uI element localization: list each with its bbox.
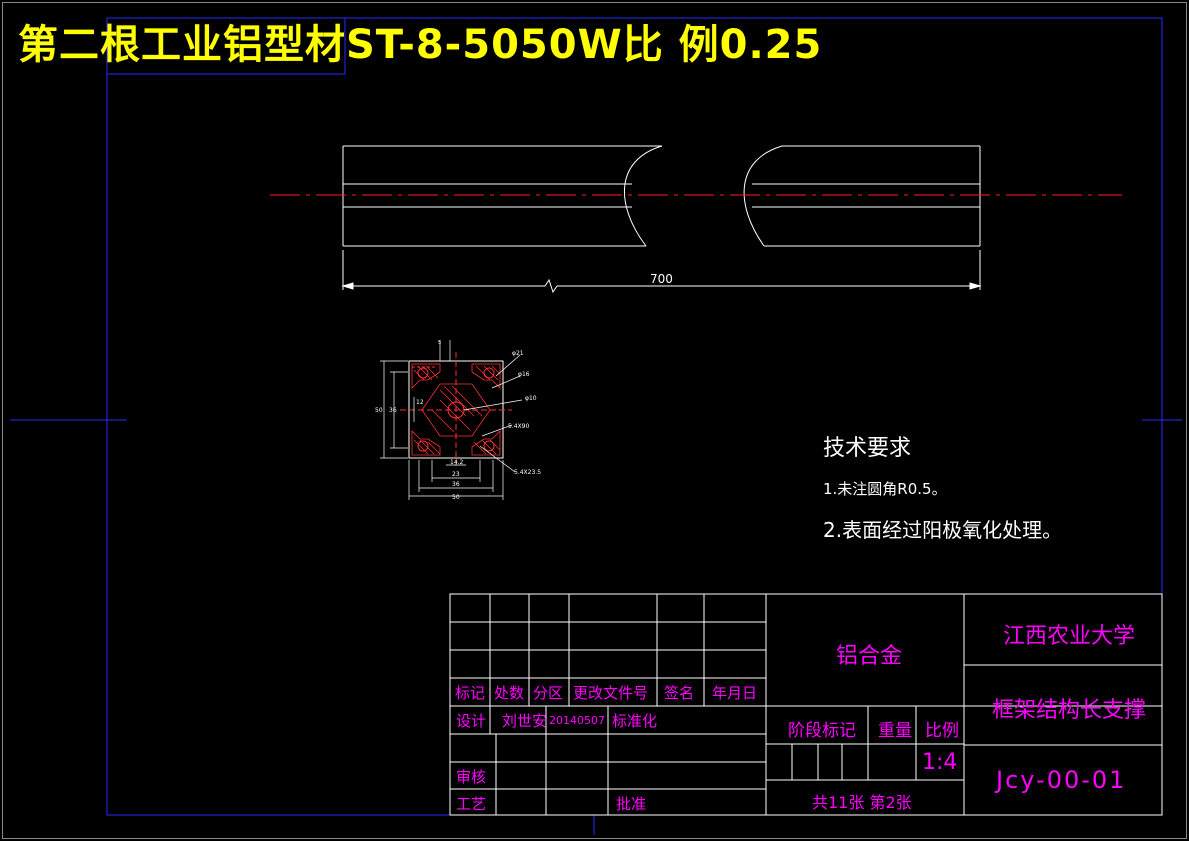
- drawing-number: Jcy-00-01: [996, 766, 1127, 794]
- profile-side-view: [341, 145, 982, 294]
- label-stage-mark: 阶段标记: [788, 721, 856, 741]
- dim-w14: 14.2: [450, 459, 464, 466]
- label-approve: 批准: [616, 795, 647, 813]
- label-review: 审核: [456, 768, 487, 786]
- dim-w23: 23: [452, 471, 460, 478]
- tech-req-item-1: 1.未注圆角R0.5。: [823, 480, 947, 498]
- dim-h36: 36: [389, 407, 397, 414]
- drawing-title: 第二根工业铝型材ST-8-5050W比 例0.25: [18, 22, 823, 68]
- dim-top-small: 5: [438, 340, 441, 346]
- label-standardize: 标准化: [612, 712, 658, 730]
- dim-phi10: φ10: [525, 395, 537, 402]
- tech-req-heading: 技术要求: [823, 436, 912, 461]
- dim-phi21: φ21: [512, 350, 524, 357]
- organization-name: 江西农业大学: [1003, 624, 1136, 649]
- material-value: 铝合金: [836, 644, 903, 669]
- label-sign: 签名: [664, 684, 695, 702]
- dim-slot2: 5.4X23.5: [514, 469, 541, 476]
- label-count: 处数: [494, 684, 525, 702]
- tech-req-item-2: 2.表面经过阳极氧化处理。: [823, 518, 1063, 542]
- part-name: 框架结构长支撑: [992, 698, 1147, 723]
- dim-w36: 36: [452, 481, 460, 488]
- label-mark: 标记: [455, 684, 486, 702]
- title-block-grid: [449, 593, 1163, 816]
- dim-phi16: φ16: [518, 371, 530, 378]
- label-scale: 比例: [925, 721, 959, 741]
- label-design: 设计: [456, 712, 487, 730]
- label-change-doc: 更改文件号: [573, 684, 649, 702]
- label-zone: 分区: [533, 684, 564, 702]
- dim-h12: 12: [416, 399, 424, 406]
- dim-slot1: 5.4X90: [508, 423, 529, 430]
- length-dimension: 700: [650, 272, 673, 286]
- label-weight: 重量: [878, 721, 912, 741]
- label-date: 年月日: [712, 684, 758, 702]
- designer-name: 刘世安: [502, 712, 548, 730]
- profile-cross-section: 5 φ21 φ16 φ10 5.4X90 5.4X23.5 50 36 12 1…: [375, 340, 541, 501]
- scale-value: 1:4: [922, 750, 958, 775]
- design-date: 20140507: [549, 714, 605, 727]
- sheet-count: 共11张 第2张: [812, 793, 912, 812]
- title-box-frame: [106, 17, 346, 75]
- dim-h50: 50: [375, 407, 383, 414]
- dim-w50: 50: [452, 494, 460, 501]
- label-process: 工艺: [456, 795, 487, 813]
